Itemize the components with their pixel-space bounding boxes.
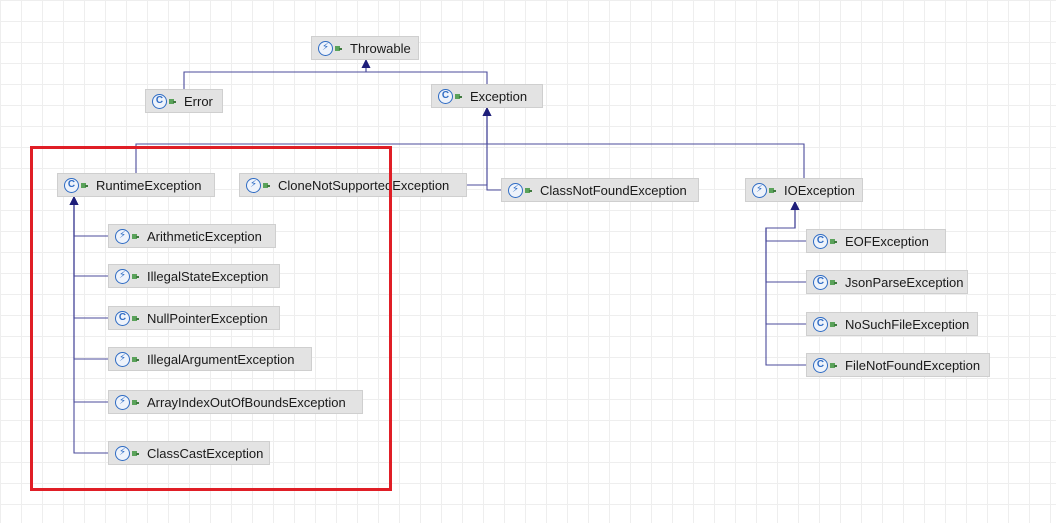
node-error[interactable]: C Error xyxy=(145,89,223,113)
abstract-class-icon: ⚡ xyxy=(752,182,767,198)
pin-icon xyxy=(525,187,532,194)
edge-nosuchfile-to-io xyxy=(765,201,806,325)
edge-filenotfound-to-io xyxy=(765,201,806,366)
node-throwable[interactable]: ⚡ Throwable xyxy=(311,36,419,60)
edge-error-to-throwable xyxy=(183,59,371,89)
class-icon: C xyxy=(64,177,79,193)
abstract-class-icon: ⚡ xyxy=(115,268,130,284)
node-class-cast-exception[interactable]: ⚡ ClassCastException xyxy=(108,441,270,465)
edge-io-to-exception xyxy=(482,107,805,178)
class-icon: C xyxy=(813,357,828,373)
abstract-class-icon: ⚡ xyxy=(115,445,130,461)
node-label: EOFException xyxy=(845,233,929,249)
highlight-box xyxy=(30,146,392,491)
node-label: CloneNotSupportedException xyxy=(278,177,450,193)
node-label: JsonParseException xyxy=(845,274,964,290)
node-label: Exception xyxy=(470,88,528,104)
edge-clone-to-exception xyxy=(467,107,492,186)
edge-classcast-to-runtime xyxy=(69,196,108,454)
node-label: NoSuchFileException xyxy=(845,316,970,332)
pin-icon xyxy=(263,182,270,189)
node-illegal-state-exception[interactable]: ⚡ IllegalStateException xyxy=(108,264,280,288)
pin-icon xyxy=(830,362,837,369)
edge-classnotfound-to-exception xyxy=(482,107,501,191)
node-null-pointer-exception[interactable]: C NullPointerException xyxy=(108,306,280,330)
node-label: FileNotFoundException xyxy=(845,357,981,373)
node-label: IllegalStateException xyxy=(147,268,269,284)
node-label: Throwable xyxy=(350,40,411,56)
pin-icon xyxy=(830,321,837,328)
class-icon: C xyxy=(115,310,130,326)
pin-icon xyxy=(132,233,139,240)
node-label: RuntimeException xyxy=(96,177,202,193)
pin-icon xyxy=(132,399,139,406)
node-label: IOException xyxy=(784,182,855,198)
node-label: ClassNotFoundException xyxy=(540,182,687,198)
node-arithmetic-exception[interactable]: ⚡ ArithmeticException xyxy=(108,224,276,248)
pin-icon xyxy=(132,315,139,322)
class-icon: C xyxy=(438,88,453,104)
class-icon: C xyxy=(152,93,167,109)
pin-icon xyxy=(169,98,176,105)
node-illegal-argument-exception[interactable]: ⚡ IllegalArgumentException xyxy=(108,347,312,371)
node-eof-exception[interactable]: C EOFException xyxy=(806,229,946,253)
node-clone-not-supported-exception[interactable]: ⚡ CloneNotSupportedException xyxy=(239,173,467,197)
pin-icon xyxy=(132,273,139,280)
abstract-class-icon: ⚡ xyxy=(115,394,130,410)
node-runtime-exception[interactable]: C RuntimeException xyxy=(57,173,215,197)
node-json-parse-exception[interactable]: C JsonParseException xyxy=(806,270,968,294)
pin-icon xyxy=(769,187,776,194)
abstract-class-icon: ⚡ xyxy=(115,351,130,367)
node-io-exception[interactable]: ⚡ IOException xyxy=(745,178,863,202)
pin-icon xyxy=(132,356,139,363)
pin-icon xyxy=(830,238,837,245)
class-icon: C xyxy=(813,233,828,249)
pin-icon xyxy=(830,279,837,286)
node-exception[interactable]: C Exception xyxy=(431,84,543,108)
class-icon: C xyxy=(813,274,828,290)
edge-eof-to-io xyxy=(765,201,806,242)
edge-exception-to-throwable xyxy=(361,59,488,84)
node-label: NullPointerException xyxy=(147,310,268,326)
node-file-not-found-exception[interactable]: C FileNotFoundException xyxy=(806,353,990,377)
abstract-class-icon: ⚡ xyxy=(246,177,261,193)
pin-icon xyxy=(81,182,88,189)
pin-icon xyxy=(132,450,139,457)
node-class-not-found-exception[interactable]: ⚡ ClassNotFoundException xyxy=(501,178,699,202)
node-no-such-file-exception[interactable]: C NoSuchFileException xyxy=(806,312,978,336)
node-label: ArithmeticException xyxy=(147,228,262,244)
pin-icon xyxy=(455,93,462,100)
edge-jsonparse-to-io xyxy=(765,201,806,283)
abstract-class-icon: ⚡ xyxy=(115,228,130,244)
node-label: IllegalArgumentException xyxy=(147,351,295,367)
class-icon: C xyxy=(813,316,828,332)
node-array-index-out-of-bounds-exception[interactable]: ⚡ ArrayIndexOutOfBoundsException xyxy=(108,390,363,414)
abstract-class-icon: ⚡ xyxy=(508,182,523,198)
abstract-class-icon: ⚡ xyxy=(318,40,333,56)
pin-icon xyxy=(335,45,342,52)
node-label: ArrayIndexOutOfBoundsException xyxy=(147,394,346,410)
node-label: Error xyxy=(184,93,213,109)
node-label: ClassCastException xyxy=(147,445,264,461)
